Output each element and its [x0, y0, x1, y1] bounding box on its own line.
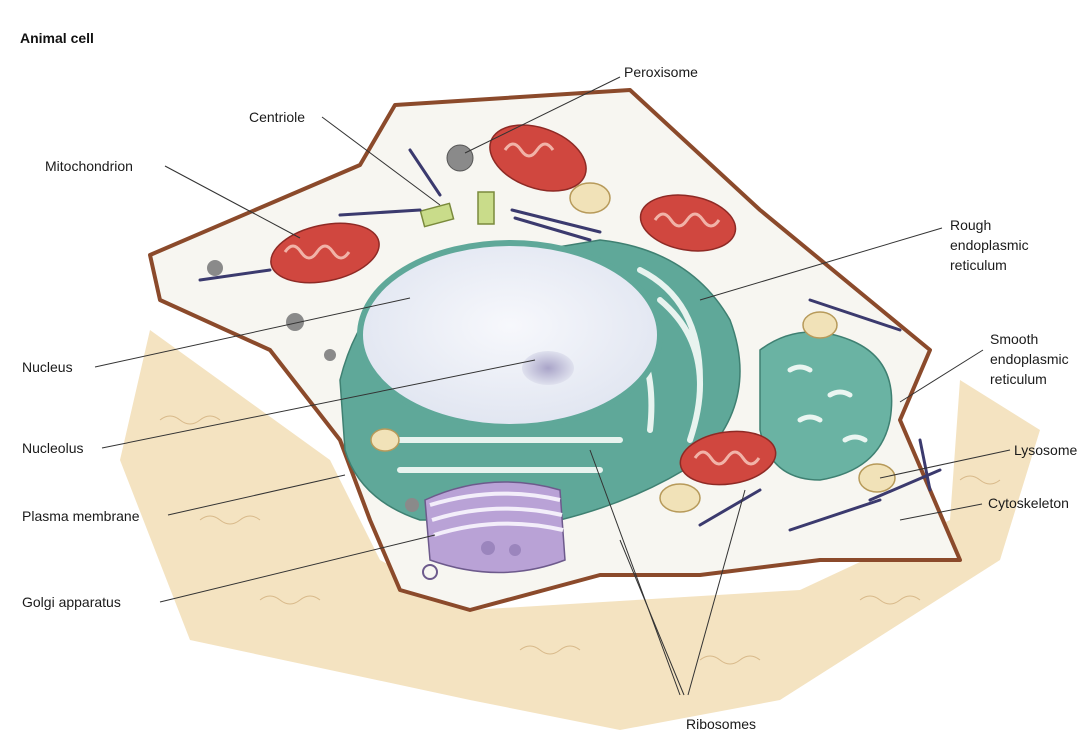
label-smooth-er-3: reticulum: [990, 371, 1047, 387]
granule-4: [405, 498, 419, 512]
label-golgi-apparatus: Golgi apparatus: [22, 594, 121, 610]
label-cytoskeleton: Cytoskeleton: [988, 495, 1069, 511]
golgi-apparatus: [423, 482, 565, 579]
vesicle-3: [660, 484, 700, 512]
label-rough-er-2: endoplasmic: [950, 237, 1029, 253]
vesicle-4: [371, 429, 399, 451]
peroxisome: [447, 145, 473, 171]
lysosome: [859, 464, 895, 492]
vesicle-1: [570, 183, 610, 213]
label-nucleolus: Nucleolus: [22, 440, 83, 456]
nucleus: [360, 243, 660, 427]
granule-3: [324, 349, 336, 361]
label-centriole: Centriole: [249, 109, 305, 125]
diagram-title: Animal cell: [20, 30, 94, 46]
label-smooth-er-2: endoplasmic: [990, 351, 1069, 367]
nucleolus: [522, 351, 574, 385]
label-lysosome: Lysosome: [1014, 442, 1078, 458]
label-smooth-er-1: Smooth: [990, 331, 1038, 347]
label-rough-er-3: reticulum: [950, 257, 1007, 273]
label-nucleus: Nucleus: [22, 359, 73, 375]
label-plasma-membrane: Plasma membrane: [22, 508, 140, 524]
granule-1: [207, 260, 223, 276]
label-ribosomes: Ribosomes: [686, 716, 756, 732]
label-peroxisome: Peroxisome: [624, 64, 698, 80]
label-mitochondrion: Mitochondrion: [45, 158, 133, 174]
vesicle-2: [803, 312, 837, 338]
label-rough-er-1: Rough: [950, 217, 991, 233]
